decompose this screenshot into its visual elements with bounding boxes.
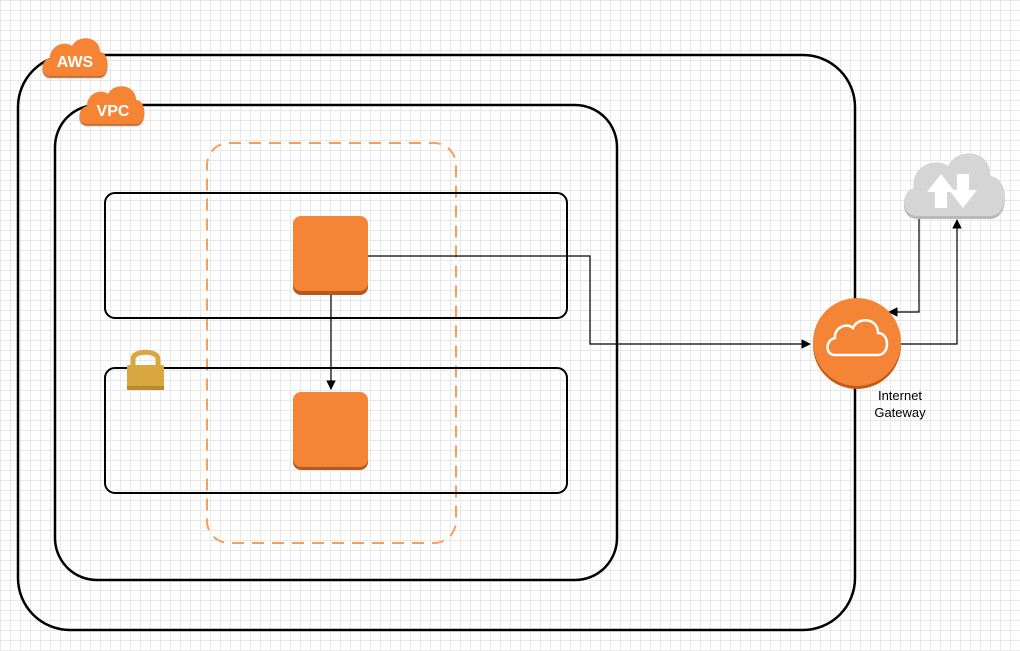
private-subnet[interactable]: [104, 367, 568, 494]
vpc-badge: VPC: [79, 86, 145, 124]
ec2-instance-private[interactable]: [293, 392, 368, 470]
internet-gateway[interactable]: [813, 298, 901, 389]
aws-badge: AWS: [42, 38, 108, 76]
gateway-label-line1: Internet: [878, 388, 922, 403]
padlock-icon: [127, 349, 164, 390]
vpc-container[interactable]: [53, 103, 619, 582]
connector-instance-to-gateway[interactable]: [368, 255, 811, 349]
gateway-label-line2: Gateway: [874, 405, 926, 420]
connector-gateway-to-internet[interactable]: [899, 219, 962, 345]
ec2-instance-public[interactable]: [293, 216, 368, 295]
aws-badge-label: AWS: [57, 54, 94, 71]
vpc-badge-label: VPC: [97, 103, 130, 120]
internet-cloud-icon[interactable]: [903, 153, 1005, 219]
download-arrow-icon: [949, 174, 977, 208]
upload-arrow-icon: [927, 174, 955, 208]
gateway-cloud-icon: [826, 319, 889, 357]
connector-internet-to-gateway[interactable]: [888, 215, 920, 317]
aws-cloud-icon: [42, 38, 108, 76]
vpc-cloud-icon: [79, 86, 145, 124]
availability-zone[interactable]: [206, 142, 457, 544]
